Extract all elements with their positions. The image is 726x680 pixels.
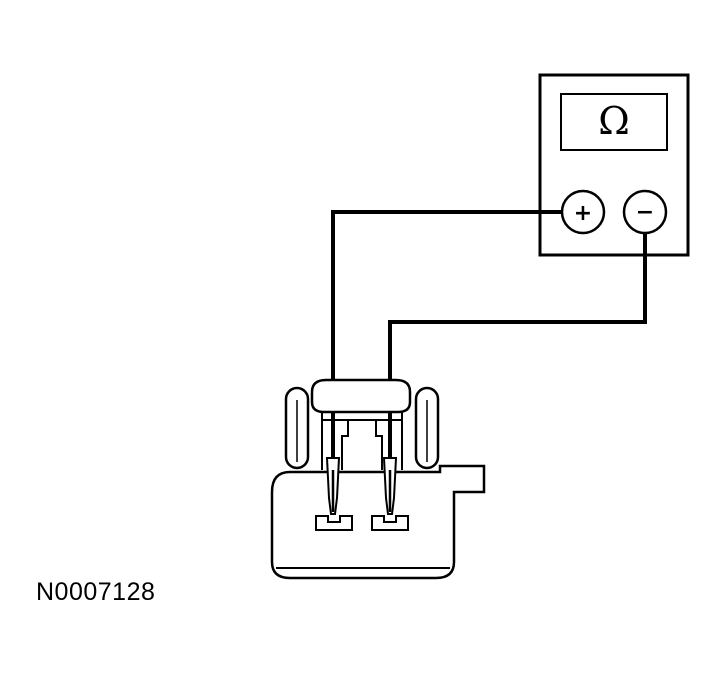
center-lock-tab [310, 378, 412, 414]
left-cavity [315, 515, 353, 531]
lock-tab-inner [321, 412, 403, 470]
negative-probe [382, 457, 398, 515]
ohmmeter: Ω + − [538, 73, 690, 257]
terminal-latch-right [375, 419, 386, 470]
positive-probe [325, 457, 341, 515]
positive-terminal-label: + [574, 201, 592, 226]
figure-id: N0007128 [36, 578, 156, 606]
positive-test-lead [331, 210, 562, 482]
negative-terminal-label: − [636, 200, 654, 225]
right-cavity [371, 515, 409, 531]
ohmmeter-display [560, 93, 668, 151]
ohm-symbol: Ω [598, 99, 630, 143]
terminal-latch-left [338, 419, 349, 470]
connector [270, 378, 486, 580]
